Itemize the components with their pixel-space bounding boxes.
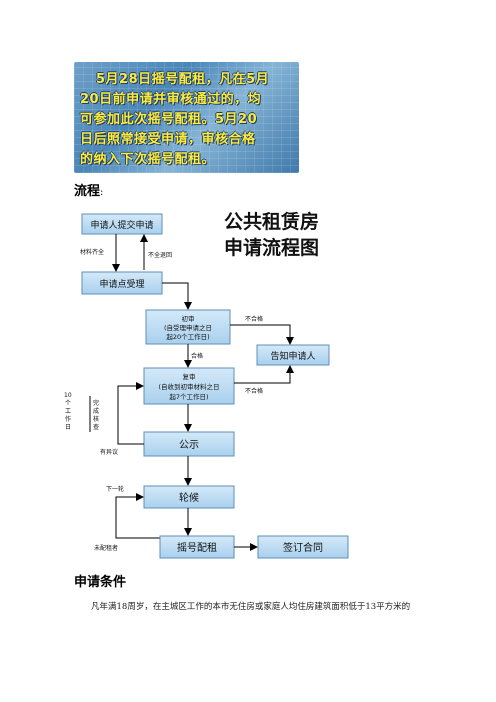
incomplete-return-label: 不全退回 [148, 251, 172, 259]
first-review-title: 初审 [182, 314, 195, 323]
banner-grid-texture [74, 62, 299, 173]
submit-application-label: 申请人提交申请 [90, 219, 153, 231]
first-review-line3: 起20个工作日) [166, 332, 209, 341]
unqualified-label-2: 不合格 [245, 387, 263, 395]
banner-line: 20日前申请并审核通过的，均 [80, 92, 262, 107]
submit-application-box [81, 213, 163, 235]
objection-label: 有异议 [100, 448, 118, 456]
lottery-label: 摇号配租 [177, 541, 217, 554]
contract-label: 签订合同 [283, 541, 323, 554]
arrow-first-review-to-notify [230, 324, 294, 345]
ten-days-label: 10 个 工 作 日 [64, 392, 74, 431]
unqualified-label-1: 不合格 [245, 315, 263, 323]
banner-line: 的纳入下次摇号配租。 [80, 152, 216, 167]
publicity-label: 公示 [179, 440, 199, 451]
second-review-box [143, 367, 235, 405]
banner-line: 日后照常接受申请，审核合格 [80, 132, 256, 147]
qualified-label: 合格 [191, 352, 203, 360]
application-flowchart: 公共租赁房 申请流程图 申请人提交申请 材料齐全 不全退回 申请点受理 初审 (… [60, 200, 360, 570]
second-review-line3: 起7个工作日) [169, 392, 208, 401]
conditions-paragraph: 凡年满18周岁，在主城区工作的本市无住房或家庭人均住房建筑面积低于13平方米的 [91, 602, 411, 612]
flow-heading-text: 流程 [74, 184, 101, 199]
accept-application-label: 申请点受理 [99, 278, 144, 290]
waiting-label: 轮候 [179, 491, 199, 504]
unallocated-label: 未配租者 [94, 544, 118, 552]
flowchart-title-line2: 申请流程图 [224, 236, 319, 259]
second-review-title: 复审 [183, 372, 196, 381]
notify-applicant-label: 告知申请人 [270, 350, 315, 362]
arrow-next-round-loop [115, 493, 160, 539]
arrow-objection-loop [117, 382, 144, 445]
waiting-box [143, 485, 235, 509]
flowchart-svg: 公共租赁房 申请流程图 申请人提交申请 材料齐全 不全退回 申请点受理 初审 (… [64, 210, 349, 559]
announcement-banner: 5月28日摇号配租，凡在5月 20日前申请并审核通过的，均 可参加此次摇号配租。… [74, 62, 299, 173]
banner-line: 5月28日摇号配租，凡在5月 [96, 72, 270, 87]
second-review-line2: (自收到初审材料之日 [158, 382, 219, 391]
arrow-accept-to-first-review [162, 282, 192, 310]
arrow-second-review-to-notify [234, 365, 294, 384]
flow-heading-colon: : [100, 187, 104, 198]
first-review-box [145, 309, 231, 345]
materials-complete-label: 材料齐全 [80, 248, 104, 256]
conditions-heading: 申请条件 [74, 575, 127, 590]
first-review-line2: (自受理申请之日 [164, 323, 212, 332]
banner-line: 可参加此次摇号配租。5月20 [80, 112, 258, 127]
complete-check-label: 完 成 核 查 [93, 399, 101, 431]
flow-heading: 流程: [74, 180, 103, 199]
next-round-label: 下一轮 [106, 485, 124, 493]
contract-box [257, 535, 349, 559]
flowchart-title-line1: 公共租赁房 [224, 210, 319, 233]
